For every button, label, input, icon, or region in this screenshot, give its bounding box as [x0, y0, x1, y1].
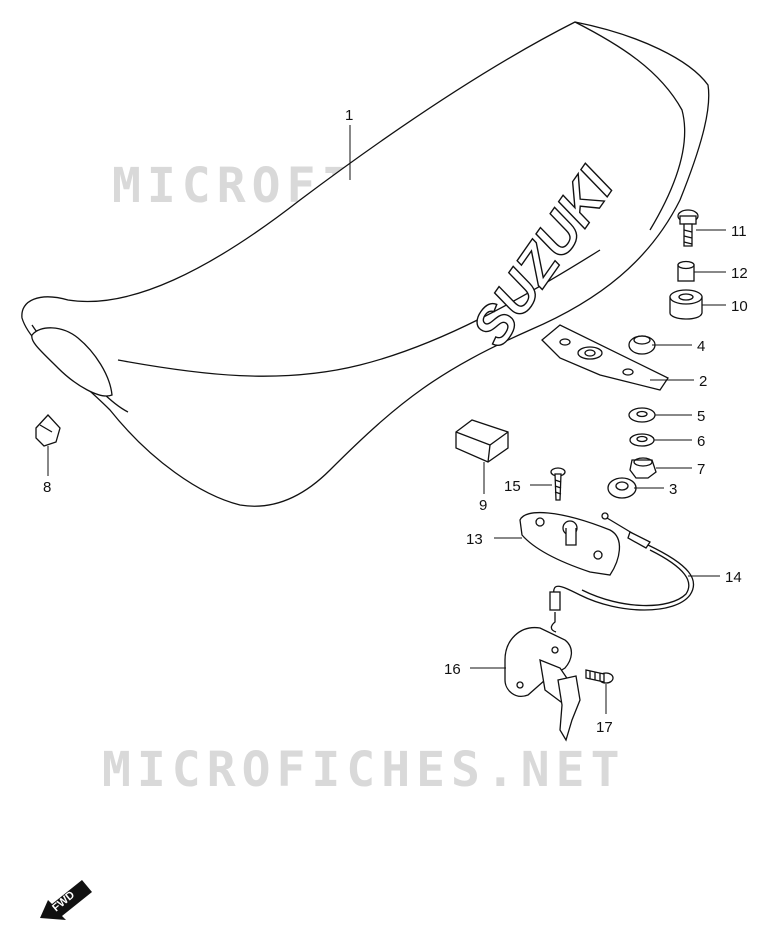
callout-1: 1	[345, 107, 353, 124]
clip-part-8[interactable]	[35, 414, 61, 447]
callout-10: 10	[731, 298, 748, 315]
callout-11: 11	[731, 223, 747, 240]
callout-15: 15	[504, 478, 521, 495]
nut-part-7[interactable]	[629, 457, 657, 479]
watermark-bottom: MICROFICHES.NET	[102, 742, 625, 798]
callout-9: 9	[479, 497, 487, 514]
seat-part-1[interactable]: SUZUKI	[21, 21, 710, 507]
callout-6: 6	[697, 433, 705, 450]
callout-4: 4	[697, 338, 705, 355]
screw-part-17[interactable]	[585, 669, 614, 684]
callout-14: 14	[725, 569, 742, 586]
callout-7: 7	[697, 461, 705, 478]
fwd-arrow-icon: FWD	[40, 880, 92, 920]
lock-assembly-part-16[interactable]	[504, 627, 581, 742]
callout-2: 2	[699, 373, 707, 390]
bracket-part-2[interactable]	[541, 324, 669, 391]
latch-plate-part-13[interactable]	[519, 512, 621, 576]
washer-part-6[interactable]	[629, 433, 655, 447]
callout-5: 5	[697, 408, 705, 425]
block-part-9[interactable]	[455, 419, 509, 463]
callout-16: 16	[444, 661, 461, 678]
callout-12: 12	[731, 265, 748, 282]
callout-3: 3	[669, 481, 677, 498]
cushion-part-4[interactable]	[628, 335, 656, 355]
cable-part-14[interactable]	[549, 512, 695, 633]
collar-part-12[interactable]	[677, 260, 695, 282]
nut-part-3[interactable]	[607, 477, 637, 499]
callout-17: 17	[596, 719, 613, 736]
screw-part-15[interactable]	[550, 467, 566, 501]
bolt-part-11[interactable]	[677, 209, 699, 247]
leader-lines	[47, 125, 726, 714]
washer-part-5[interactable]	[628, 407, 656, 423]
bushing-part-10[interactable]	[669, 289, 703, 320]
callout-8: 8	[43, 479, 51, 496]
callout-13: 13	[466, 531, 483, 548]
